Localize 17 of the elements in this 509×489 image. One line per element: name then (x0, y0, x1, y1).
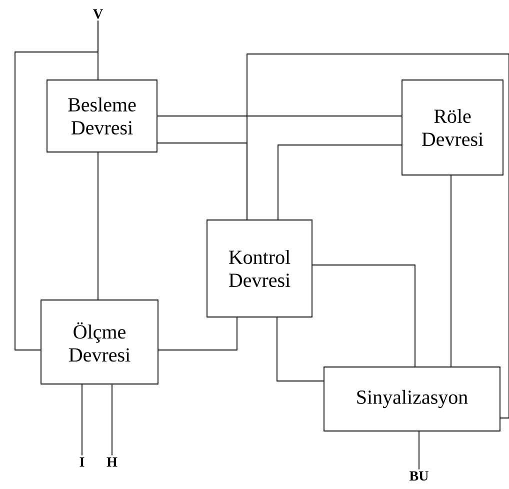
connector-line (246, 54, 509, 418)
terminal-label: V (93, 9, 103, 19)
connector-line (418, 430, 420, 470)
circuit-block: Ölçme Devresi (40, 300, 158, 384)
circuit-block: Kontrol Devresi (206, 220, 312, 318)
circuit-block: Röle Devresi (402, 80, 504, 176)
connector-line (14, 20, 98, 350)
connector-line (276, 316, 324, 382)
circuit-block: Besleme Devresi (46, 80, 158, 152)
terminal-label: H (106, 457, 118, 467)
connector-line (450, 174, 452, 368)
connector-line (158, 316, 238, 350)
terminal-label: BU (410, 471, 428, 481)
circuit-block: Sinyalizasyon (324, 366, 500, 432)
connector-line (278, 144, 402, 220)
terminal-label: I (80, 457, 84, 467)
connector-line (312, 264, 416, 368)
